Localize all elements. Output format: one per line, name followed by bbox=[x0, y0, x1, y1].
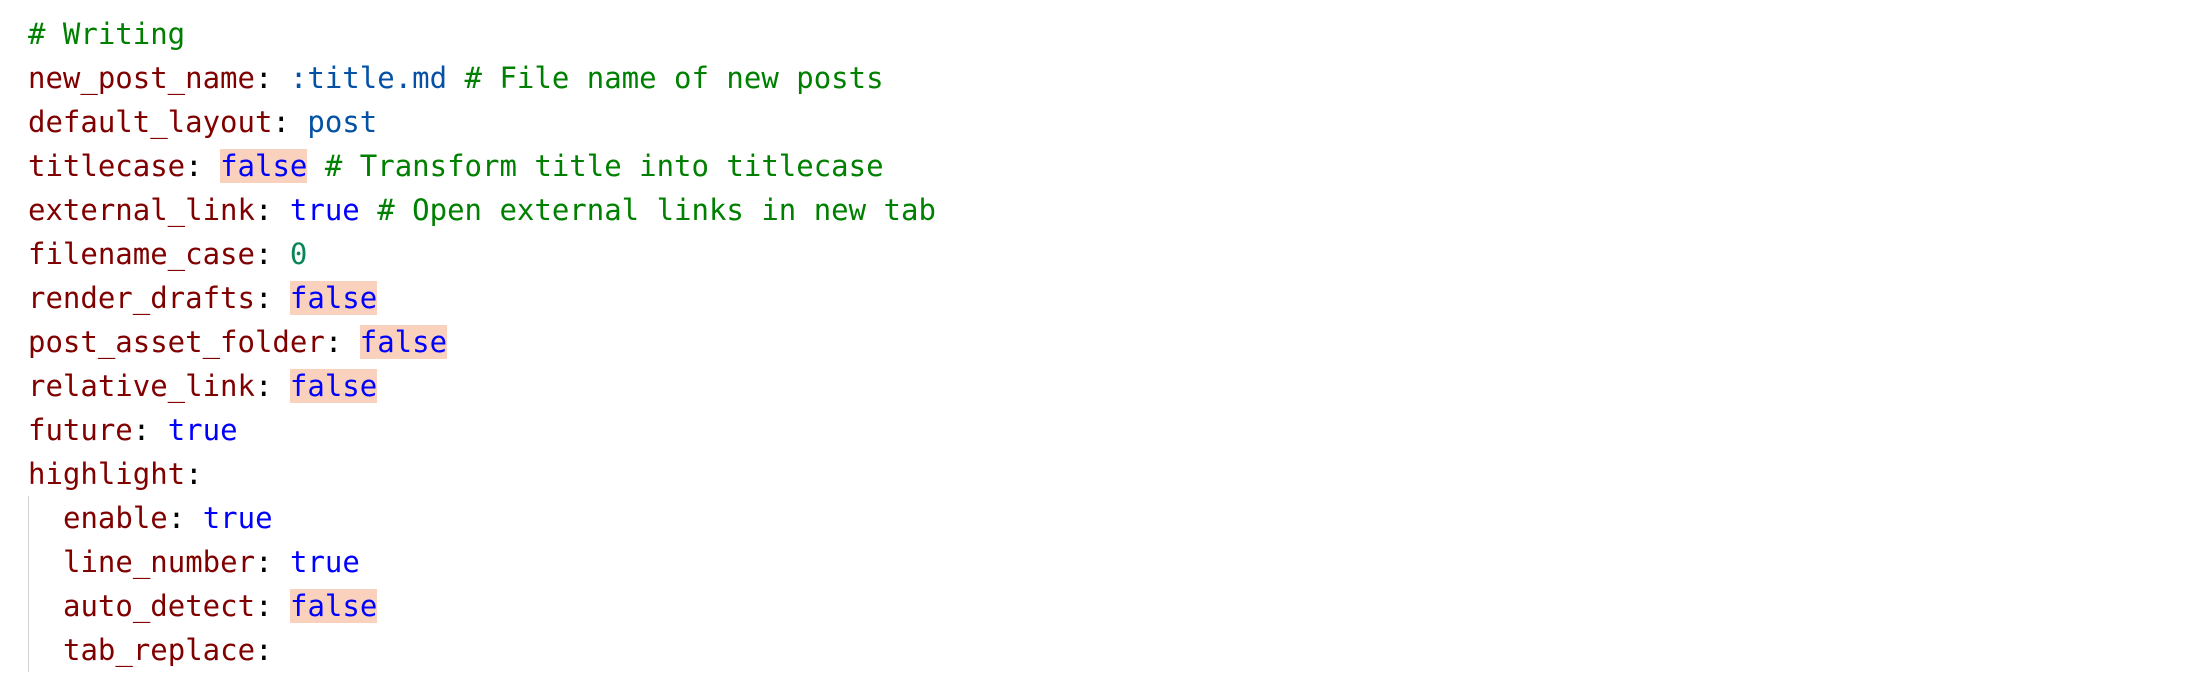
highlighted-value: false bbox=[359, 325, 448, 359]
yaml-key: line_number bbox=[63, 545, 256, 579]
yaml-value: true bbox=[167, 413, 238, 447]
yaml-key: titlecase bbox=[28, 149, 186, 183]
highlighted-value: false bbox=[220, 149, 308, 183]
indent-space bbox=[28, 584, 63, 628]
code-comment: # Writing bbox=[28, 17, 186, 51]
colon: : bbox=[167, 501, 186, 535]
indent-guide bbox=[28, 540, 29, 584]
indent-space bbox=[28, 628, 63, 672]
yaml-key: filename_case bbox=[28, 237, 255, 271]
code-line[interactable]: relative_link: false bbox=[28, 364, 2187, 408]
colon: : bbox=[254, 369, 273, 403]
code-line[interactable]: # Writing bbox=[28, 12, 2187, 56]
yaml-key: external_link bbox=[28, 193, 255, 227]
yaml-value: true bbox=[289, 193, 360, 227]
highlighted-value: false bbox=[289, 281, 378, 315]
yaml-value: 0 bbox=[289, 237, 308, 271]
colon: : bbox=[254, 237, 273, 271]
colon: : bbox=[324, 325, 343, 359]
colon: : bbox=[255, 589, 273, 623]
indent-space bbox=[28, 496, 63, 540]
code-line[interactable]: highlight: bbox=[28, 452, 2187, 496]
indent-space bbox=[28, 540, 63, 584]
yaml-value: true bbox=[202, 501, 273, 535]
yaml-key: relative_link bbox=[28, 369, 255, 403]
code-comment: # File name of new posts bbox=[464, 61, 884, 95]
yaml-key: highlight bbox=[28, 457, 186, 491]
highlighted-value: false bbox=[290, 589, 378, 623]
code-line[interactable]: future: true bbox=[28, 408, 2187, 452]
colon: : bbox=[185, 149, 203, 183]
colon: : bbox=[255, 545, 273, 579]
code-line[interactable]: new_post_name: :title.md # File name of … bbox=[28, 56, 2187, 100]
code-line[interactable]: titlecase: false # Transform title into … bbox=[28, 144, 2187, 188]
colon: : bbox=[255, 633, 273, 667]
code-line[interactable]: line_number: true bbox=[28, 540, 2187, 584]
code-line[interactable]: enable: true bbox=[28, 496, 2187, 540]
colon: : bbox=[254, 193, 273, 227]
yaml-value: post bbox=[307, 105, 378, 139]
yaml-value: :title.md bbox=[289, 61, 448, 95]
indent-guide bbox=[28, 496, 29, 540]
indent-guide bbox=[28, 628, 29, 672]
yaml-value: true bbox=[290, 545, 360, 579]
code-line[interactable]: default_layout: post bbox=[28, 100, 2187, 144]
yaml-key: new_post_name bbox=[28, 61, 255, 95]
highlighted-value: false bbox=[289, 369, 378, 403]
code-line[interactable]: auto_detect: false bbox=[28, 584, 2187, 628]
yaml-key: post_asset_folder bbox=[28, 325, 325, 359]
yaml-key: default_layout bbox=[28, 105, 273, 139]
colon: : bbox=[254, 281, 273, 315]
code-comment: # Open external links in new tab bbox=[377, 193, 936, 227]
colon: : bbox=[185, 457, 203, 491]
colon: : bbox=[272, 105, 290, 139]
yaml-key: tab_replace bbox=[63, 633, 256, 667]
code-line[interactable]: filename_case: 0 bbox=[28, 232, 2187, 276]
colon: : bbox=[132, 413, 151, 447]
colon: : bbox=[254, 61, 273, 95]
yaml-key: render_drafts bbox=[28, 281, 255, 315]
code-line[interactable]: render_drafts: false bbox=[28, 276, 2187, 320]
yaml-key: enable bbox=[63, 501, 168, 535]
code-line[interactable]: external_link: true # Open external link… bbox=[28, 188, 2187, 232]
yaml-key: auto_detect bbox=[63, 589, 256, 623]
yaml-key: future bbox=[28, 413, 133, 447]
code-comment: # Transform title into titlecase bbox=[324, 149, 884, 183]
code-line[interactable]: tab_replace: bbox=[28, 628, 2187, 672]
code-line[interactable]: post_asset_folder: false bbox=[28, 320, 2187, 364]
indent-guide bbox=[28, 584, 29, 628]
